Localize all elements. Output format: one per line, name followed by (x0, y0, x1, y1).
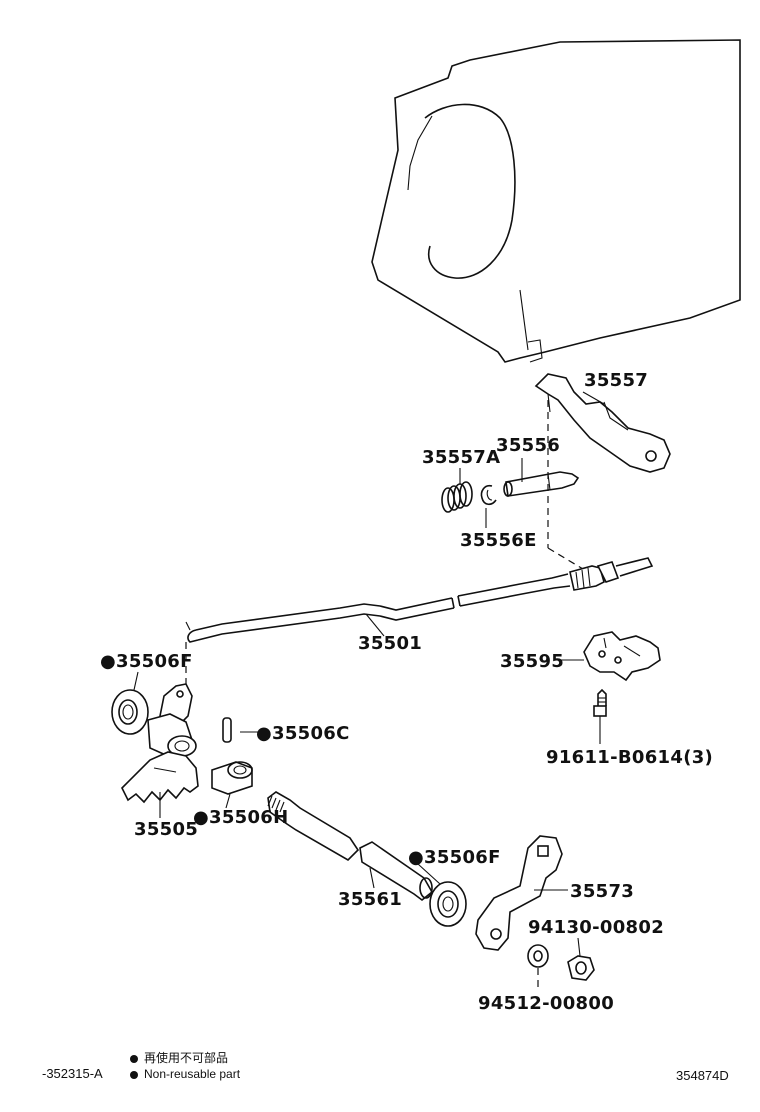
leader-35506H (225, 793, 231, 809)
leader-35506F-top (133, 671, 139, 691)
ering-35556E (480, 484, 497, 506)
pin-35556 (503, 471, 580, 497)
leader-35501 (365, 613, 385, 637)
label-35556E: 35556E (460, 530, 537, 551)
label-94512: 94512-00800 (478, 993, 614, 1014)
legend-japanese: 再使用不可部品 (130, 1049, 228, 1066)
label-35556: 35556 (496, 435, 560, 456)
label-35557: 35557 (584, 370, 648, 391)
leader-35506F-bottom (417, 863, 441, 885)
label-35573: 35573 (570, 881, 634, 902)
dash-line-cable (547, 547, 589, 573)
seal-35506F-bottom (429, 881, 467, 927)
seal-35506F-top (111, 689, 149, 735)
label-94130: 94130-00802 (528, 917, 664, 938)
transmission-housing (371, 39, 741, 363)
bullet-dot-icon (130, 1070, 138, 1079)
bullet-dot-icon (130, 1054, 138, 1063)
washer-94512 (527, 944, 549, 968)
label-35506H: ●35506H (193, 807, 289, 828)
label-91611: 91611-B0614(3) (546, 747, 713, 768)
shaft-35561 (267, 791, 434, 902)
leader-35557 (582, 391, 605, 405)
label-35595: 35595 (500, 651, 564, 672)
lever-35557 (534, 373, 671, 473)
leader-35561 (369, 867, 375, 889)
label-35505: 35505 (134, 819, 198, 840)
pin-35506C (222, 717, 232, 743)
spring-35557A (441, 481, 473, 513)
label-35501: 35501 (358, 633, 422, 654)
label-35561: 35561 (338, 889, 402, 910)
footer-left-code: -352315-A (42, 1066, 103, 1081)
lever-35573 (475, 835, 563, 951)
bushing-35506H (211, 761, 253, 795)
legend-english-text: Non-reusable part (144, 1067, 241, 1081)
nut-94130 (567, 955, 595, 981)
cable-35501 (185, 557, 654, 643)
bracket-35595 (583, 631, 661, 682)
bolt-91611 (593, 688, 607, 717)
leader-94130 (577, 937, 581, 957)
footer-right-code: 354874D (676, 1068, 729, 1083)
lever-35505 (121, 683, 199, 804)
legend-japanese-text: 再使用不可部品 (144, 1051, 229, 1065)
label-35506F-top: ●35506F (100, 651, 193, 672)
legend-english: Non-reusable part (130, 1067, 240, 1081)
label-35506F-bottom: ●35506F (408, 847, 501, 868)
label-35506C: ●35506C (256, 723, 350, 744)
label-35557A: 35557A (422, 447, 500, 468)
